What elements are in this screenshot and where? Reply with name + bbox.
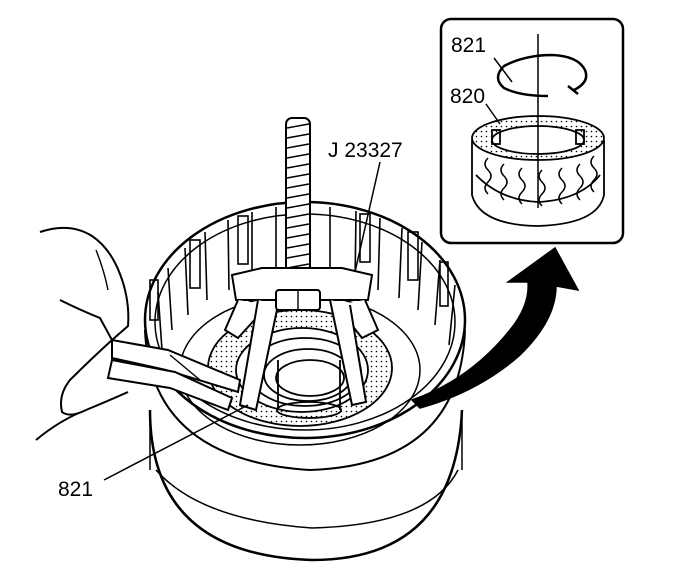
label-inset-820: 820 [450, 85, 485, 108]
leader-ring-821 [103, 404, 249, 481]
inset-snap-ring [496, 53, 588, 98]
leader-inset-820 [485, 103, 501, 125]
direction-arrow [410, 246, 580, 409]
leader-tool [354, 161, 381, 273]
compressor-tool [223, 117, 380, 412]
leader-inset-821 [493, 57, 513, 83]
inset-detail: 821 820 [439, 17, 625, 245]
hand-with-pliers [35, 226, 242, 441]
label-tool: J 23327 [328, 139, 403, 162]
label-ring-821: 821 [58, 478, 93, 501]
label-inset-821: 821 [451, 34, 486, 57]
